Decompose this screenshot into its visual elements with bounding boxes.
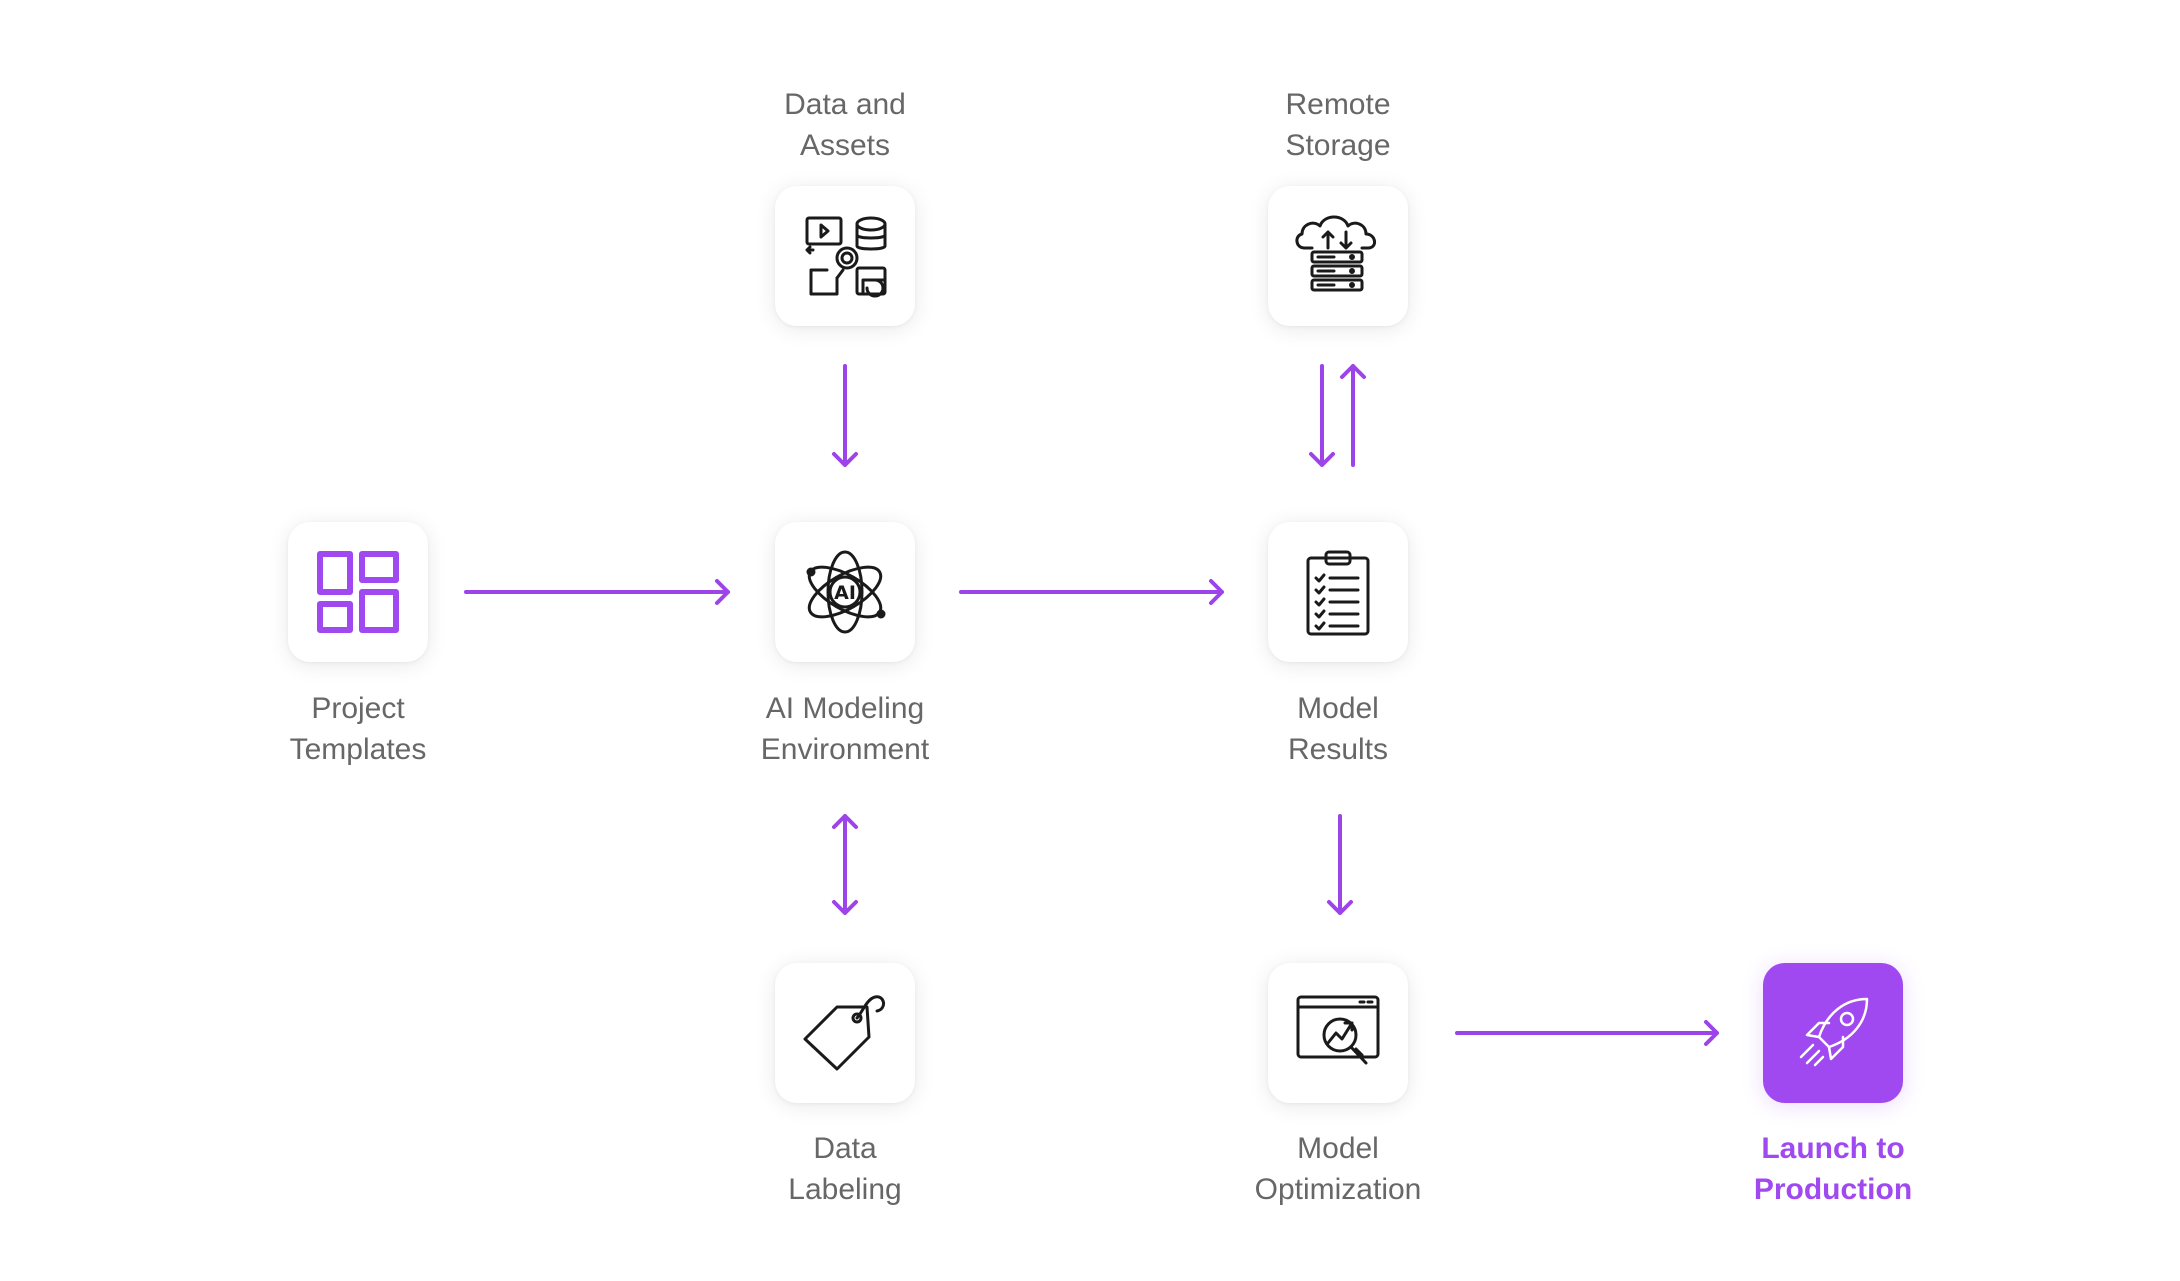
label-remote-storage: Remote Storage: [1285, 88, 1391, 162]
data-assets-icon: [805, 216, 887, 298]
label-data-labeling: Data Labeling: [788, 1132, 902, 1206]
chart-magnifier-icon: [1296, 995, 1380, 1065]
node-model-optimization[interactable]: [1268, 963, 1408, 1103]
label-project-templates: Project Templates: [289, 692, 427, 766]
ai-icon-text: AI: [834, 582, 856, 604]
arrow-ai-env-to-model-results: [959, 579, 1224, 605]
node-launch-to-production[interactable]: [1763, 963, 1903, 1103]
node-project-templates[interactable]: [288, 522, 428, 662]
tag-icon: [803, 995, 885, 1071]
label-model-results: Model Results: [1287, 692, 1389, 766]
rocket-icon: [1799, 997, 1869, 1067]
label-ai-modeling-environment: AI Modeling Environment: [760, 692, 930, 766]
label-data-assets: Data and Assets: [784, 88, 906, 162]
node-remote-storage[interactable]: [1268, 186, 1408, 326]
node-data-labeling[interactable]: [775, 963, 915, 1103]
node-ai-modeling-environment[interactable]: AI: [775, 522, 915, 662]
label-model-optimization: Model Optimization: [1254, 1132, 1422, 1206]
clipboard-checklist-icon: [1306, 550, 1370, 636]
arrow-model-optimization-to-launch: [1455, 1020, 1719, 1046]
arrow-data-assets-to-ai-env: [832, 364, 858, 467]
arrow-model-results-to-model-optimization: [1327, 814, 1353, 915]
ai-atom-icon: AI: [806, 550, 886, 634]
label-launch-to-production: Launch to Production: [1753, 1132, 1913, 1206]
arrow-model-results-to-remote-storage: [1340, 364, 1366, 467]
node-model-results[interactable]: [1268, 522, 1408, 662]
arrow-remote-storage-to-model-results: [1309, 364, 1335, 467]
cloud-server-icon: [1295, 215, 1376, 292]
arrow-ai-env-data-labeling: [832, 814, 858, 915]
arrow-project-templates-to-ai-env: [464, 579, 730, 605]
node-data-assets[interactable]: [775, 186, 915, 326]
grid-layout-icon: [317, 551, 399, 633]
